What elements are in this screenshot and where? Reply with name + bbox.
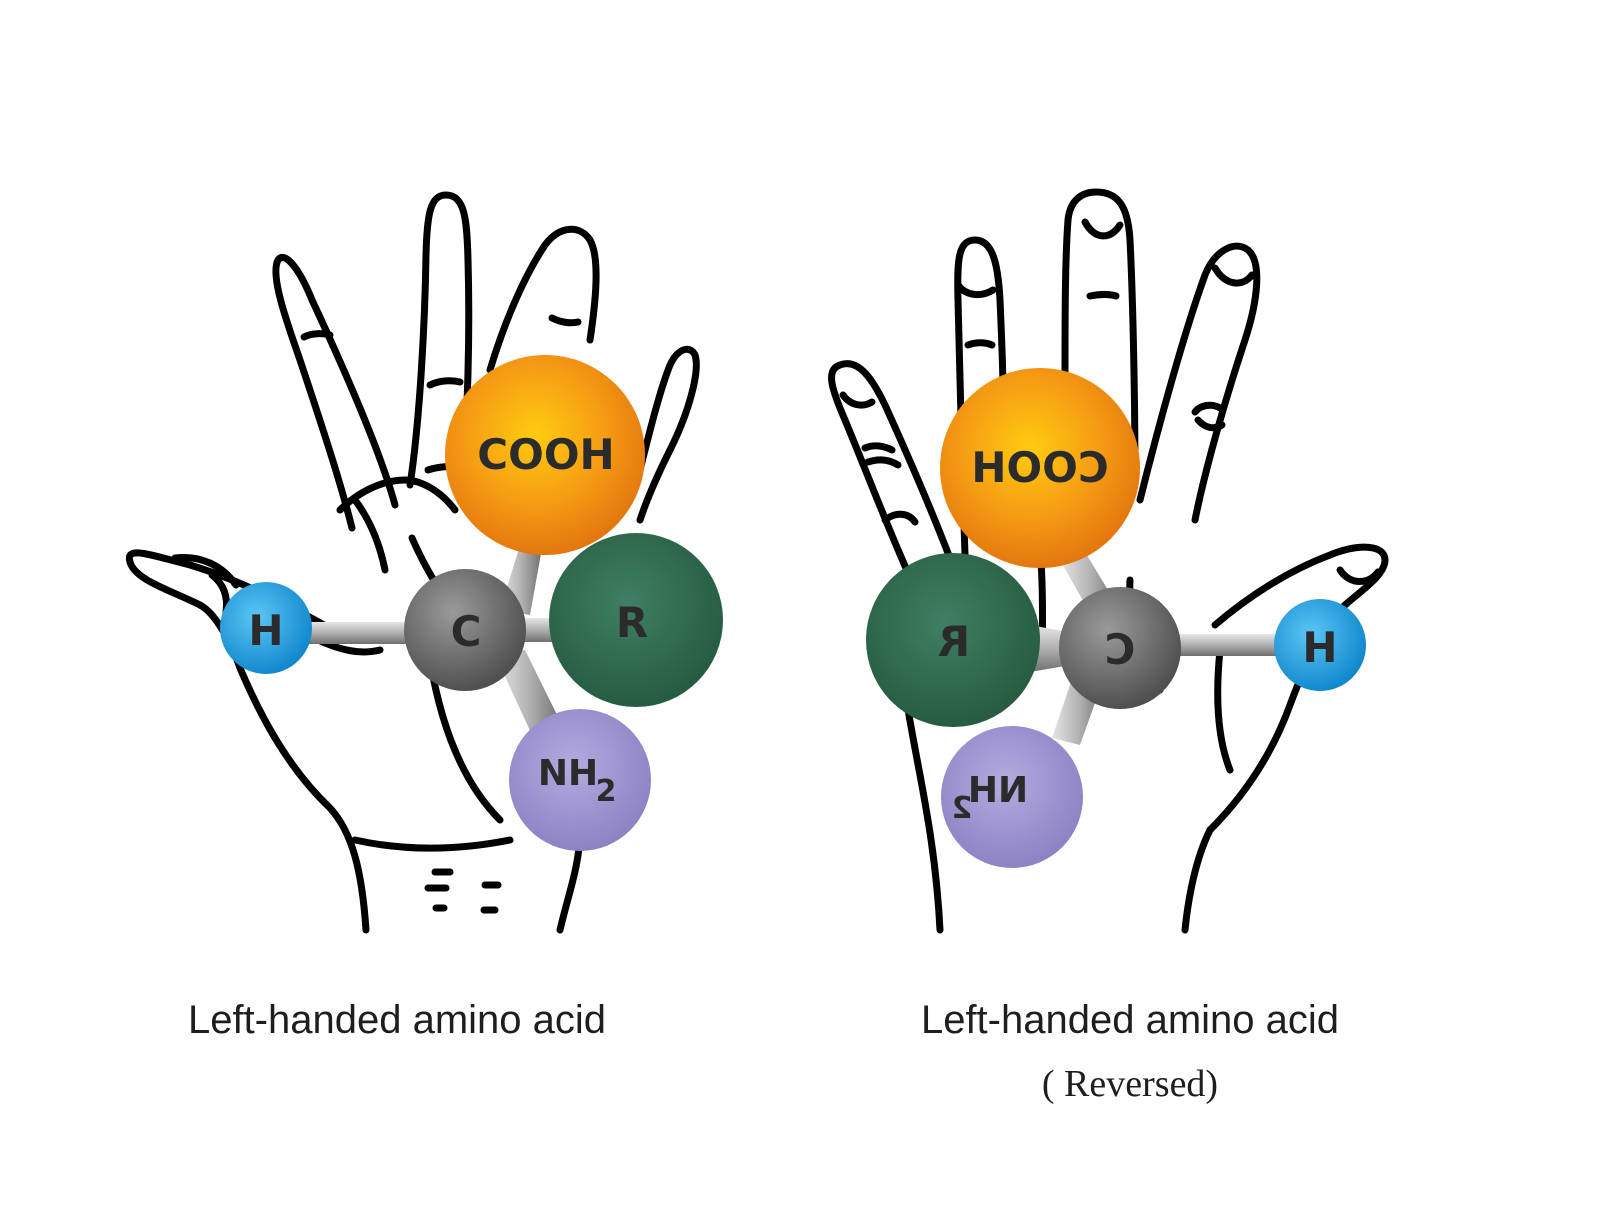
right-label-nh: NH	[968, 770, 1028, 811]
left-atom-r	[549, 533, 723, 707]
right-subcaption: ( Reversed)	[1041, 1063, 1219, 1105]
left-atom-h	[220, 582, 312, 674]
left-caption: Left-handed amino acid	[187, 998, 607, 1042]
right-label-h: H	[1302, 623, 1337, 672]
right-label-c: C	[1105, 625, 1136, 674]
right-atom-cooh	[940, 368, 1140, 568]
left-molecule: COOH R C H NH 2	[220, 355, 723, 851]
left-label-h: H	[248, 606, 283, 655]
right-atom-c	[1059, 587, 1181, 709]
left-label-r: R	[616, 598, 648, 647]
right-caption: Left-handed amino acid	[920, 998, 1340, 1042]
right-hand-outline	[828, 188, 1389, 934]
right-molecule: COOH R C H NH 2	[866, 368, 1366, 868]
left-label-nh-sub: 2	[596, 774, 617, 809]
right-atom-h	[1274, 599, 1366, 691]
left-label-cooh: COOH	[477, 430, 614, 479]
right-label-cooh: COOH	[971, 443, 1108, 492]
left-label-c: C	[451, 607, 482, 656]
left-atom-c	[404, 569, 526, 691]
left-atom-nh2	[509, 709, 651, 851]
left-bond-c-nh2	[495, 650, 562, 735]
left-label-nh: NH	[538, 753, 598, 794]
right-atom-nh2	[941, 726, 1083, 868]
right-label-r: R	[938, 617, 970, 666]
right-atom-r	[866, 553, 1040, 727]
left-atom-cooh	[445, 355, 645, 555]
right-label-nh-sub: 2	[952, 791, 973, 826]
